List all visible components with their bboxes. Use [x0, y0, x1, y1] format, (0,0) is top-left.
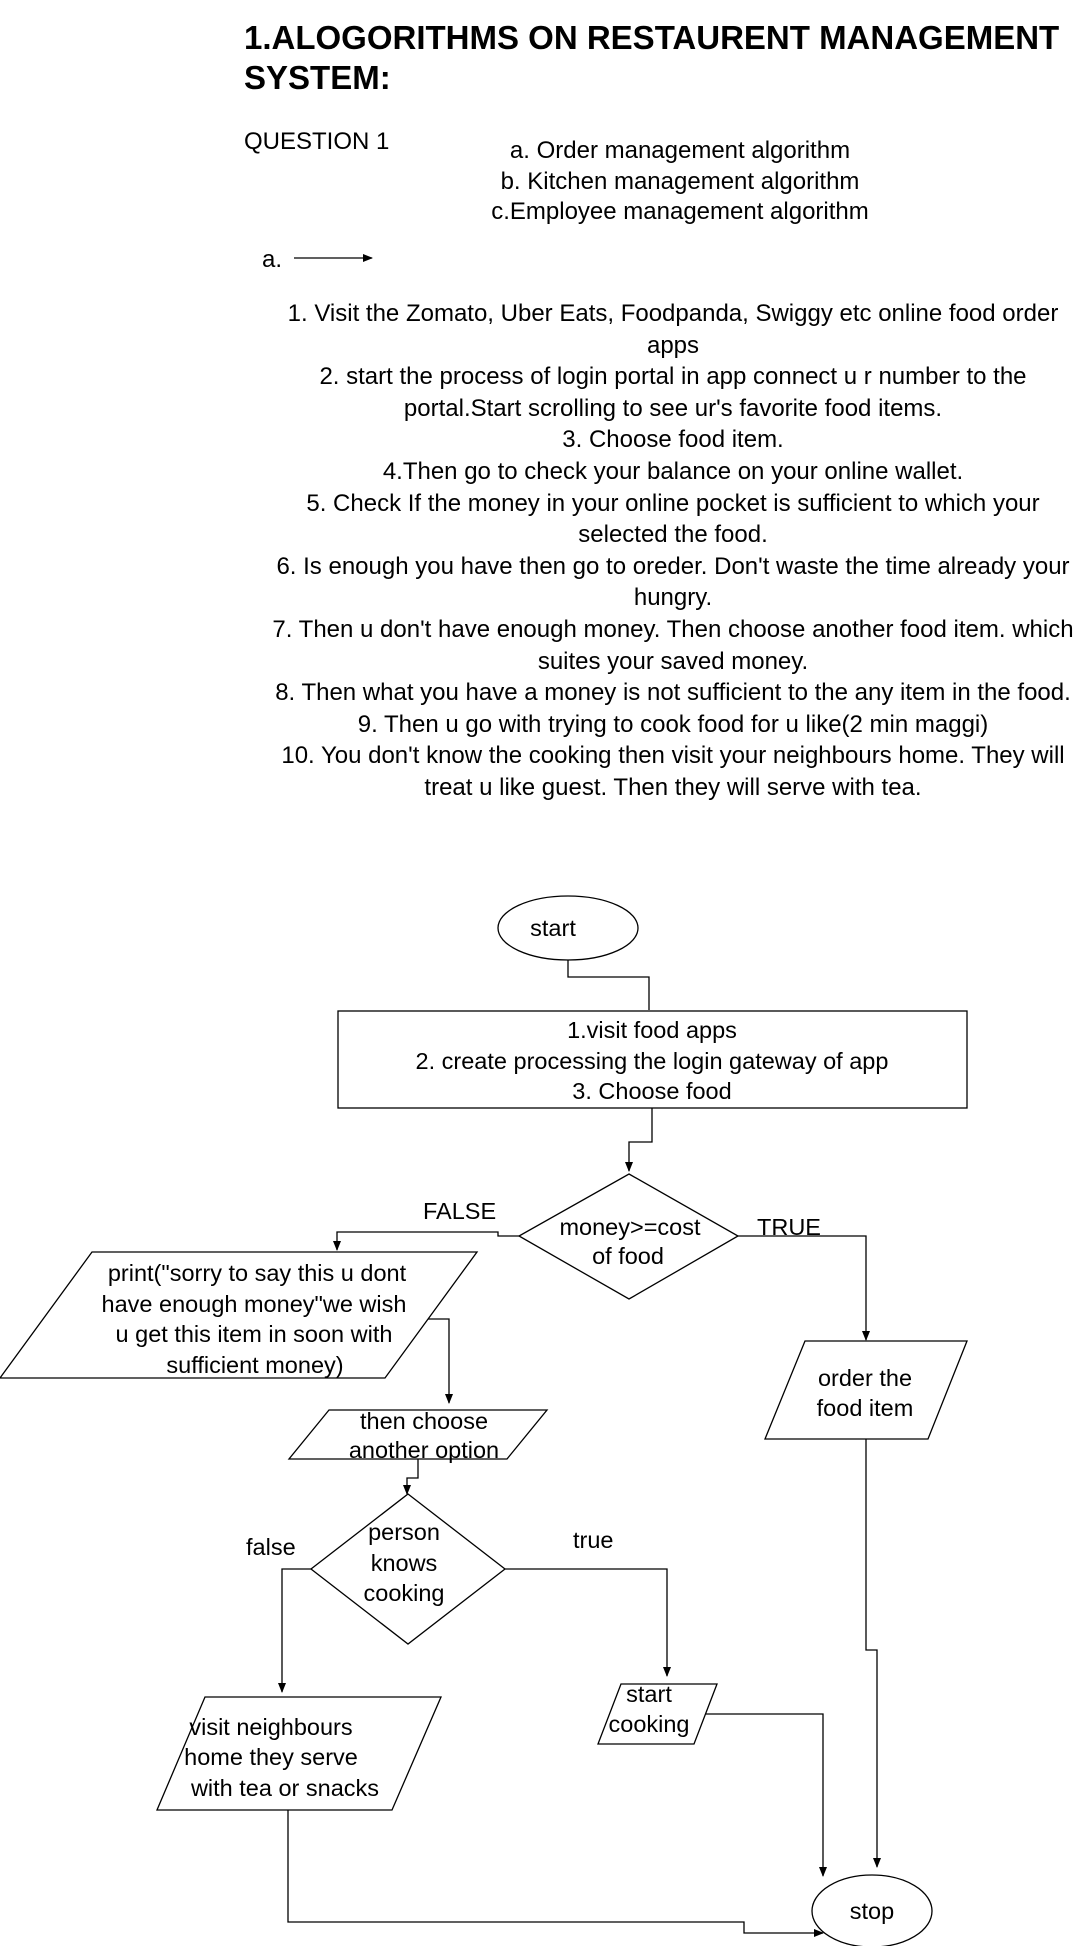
decision1-true-label: TRUE: [757, 1214, 821, 1240]
start-cooking-parallelogram: [597, 1683, 718, 1745]
algorithm-steps: 1. Visit the Zomato, Uber Eats, Foodpand…: [268, 298, 1078, 804]
step-8: 8. Then what you have a money is not suf…: [275, 679, 1071, 707]
decision2-true-label: true: [573, 1527, 614, 1553]
start-label: start: [530, 915, 576, 941]
connector-another-decision2: [403, 1459, 419, 1495]
question-item-b: b. Kitchen management algorithm: [500, 167, 860, 195]
connector-process-decision1: [625, 1108, 653, 1172]
stop-terminal: [811, 1874, 933, 1946]
step-3: 3. Choose food item.: [562, 426, 784, 454]
neighbours-line-3: with tea or snacks: [190, 1775, 379, 1801]
decision2-false-label: false: [246, 1534, 296, 1560]
order-line-2: food item: [817, 1395, 914, 1421]
decision1-false-label: FALSE: [423, 1198, 496, 1224]
step-9: 9. Then u go with trying to cook food fo…: [357, 710, 989, 738]
connector-neighbours-stop: [287, 1810, 824, 1937]
connector-decision2-false: [278, 1568, 311, 1693]
another-option-line-2: another option: [349, 1437, 499, 1463]
decision1-diamond: [517, 1173, 740, 1300]
connector-order-stop: [865, 1439, 881, 1868]
stop-label: stop: [850, 1898, 894, 1924]
step-1: 1. Visit the Zomato, Uber Eats, Foodpand…: [287, 300, 1059, 359]
decision2-line-1: person: [368, 1519, 440, 1545]
order-line-1: order the: [818, 1365, 912, 1391]
step-2: 2. start the process of login portal in …: [319, 363, 1027, 422]
connector-decision1-true: [738, 1235, 870, 1341]
question-label: QUESTION 1: [244, 128, 390, 155]
sorry-line-1: print("sorry to say this u dont: [108, 1260, 407, 1286]
connector-decision1-false: [333, 1231, 519, 1251]
step-5: 5. Check If the money in your online poc…: [306, 489, 1040, 549]
neighbours-parallelogram: [156, 1696, 442, 1811]
step-6: 6. Is enough you have then go to oreder.…: [276, 552, 1070, 612]
another-option-line-1: then choose: [360, 1408, 488, 1434]
decision2-diamond: [309, 1493, 507, 1645]
decision1-line-2: of food: [592, 1243, 664, 1269]
process-line-1: 1.visit food apps: [567, 1017, 737, 1043]
connector-sorry-another: [428, 1318, 453, 1404]
step-7: 7. Then u don't have enough money. Then …: [272, 615, 1074, 675]
connector-start-process: [567, 952, 650, 1010]
order-output-parallelogram: [764, 1340, 968, 1440]
decision1-line-1: money>=cost: [559, 1214, 701, 1240]
start-cooking-line-2: cooking: [609, 1711, 690, 1737]
question-items: a. Order management algorithm b. Kitchen…: [440, 136, 920, 228]
sorry-line-2: have enough money"we wish: [102, 1291, 407, 1317]
question-item-c: c.Employee management algorithm: [491, 198, 869, 225]
page-title: 1.ALOGORITHMS ON RESTAURENT MANAGEMENT S…: [244, 19, 1060, 96]
start-cooking-line-1: start: [626, 1681, 672, 1707]
sorry-line-4: sufficient money): [166, 1352, 343, 1378]
section-marker: a.: [262, 246, 283, 273]
neighbours-line-1: visit neighbours: [189, 1714, 352, 1740]
process-line-2: 2. create processing the login gateway o…: [416, 1048, 889, 1074]
question-item-a: a. Order management algorithm: [509, 137, 851, 164]
step-10: 10. You don't know the cooking then visi…: [281, 742, 1065, 801]
start-terminal: [497, 895, 639, 961]
sorry-line-3: u get this item in soon with: [116, 1321, 393, 1347]
decision2-line-2: knows: [371, 1550, 438, 1576]
neighbours-line-2: home they serve: [184, 1744, 358, 1770]
process-line-3: 3. Choose food: [572, 1078, 731, 1104]
sorry-output-parallelogram: [0, 1251, 479, 1379]
step-4: 4.Then go to check your balance on your …: [382, 457, 964, 485]
connector-decision2-true: [505, 1568, 671, 1677]
decision2-line-3: cooking: [364, 1580, 445, 1606]
process-box: [337, 1010, 968, 1109]
connector-cooking-stop: [702, 1713, 827, 1877]
another-option-parallelogram: [287, 1409, 549, 1460]
